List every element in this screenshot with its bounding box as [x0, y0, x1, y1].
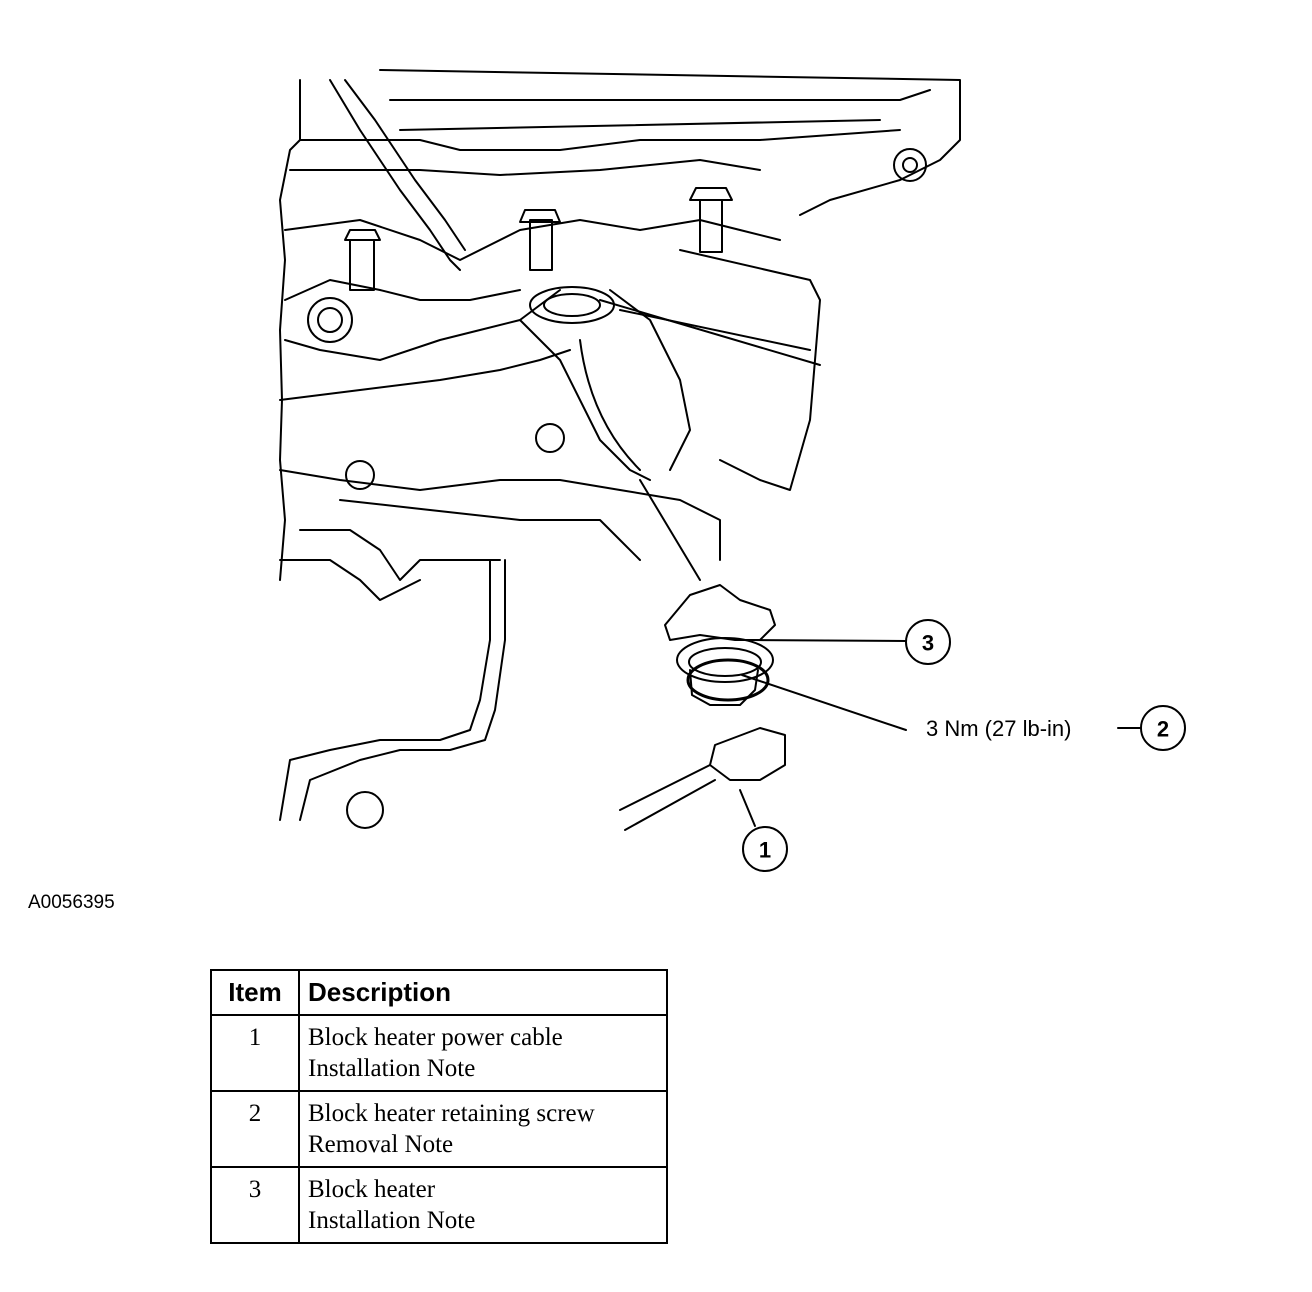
- table-row: 2 Block heater retaining screw Removal N…: [210, 1090, 668, 1168]
- callout-2-number: 2: [1157, 717, 1169, 742]
- table-header-row: Item Description: [210, 969, 668, 1016]
- table-row: 1 Block heater power cable Installation …: [210, 1014, 668, 1092]
- item-number: 2: [210, 1090, 300, 1168]
- note-link[interactable]: Installation Note: [308, 1207, 476, 1234]
- item-number: 1: [210, 1014, 300, 1092]
- item-description: Block heater power cable Installation No…: [298, 1014, 668, 1092]
- item-column-header: Item: [210, 969, 300, 1016]
- callout-1-number: 1: [759, 838, 771, 863]
- description-line: Block heater: [308, 1176, 436, 1203]
- description-line: Block heater retaining screw: [308, 1100, 595, 1127]
- torque-spec-label: 3 Nm (27 lb-in): [926, 716, 1071, 741]
- description-column-header: Description: [298, 969, 668, 1016]
- description-line: Block heater power cable: [308, 1024, 563, 1051]
- item-description: Block heater retaining screw Removal Not…: [298, 1090, 668, 1168]
- item-number: 3: [210, 1166, 300, 1244]
- note-link[interactable]: Installation Note: [308, 1055, 476, 1082]
- item-description: Block heater Installation Note: [298, 1166, 668, 1244]
- callout-3: 3: [905, 619, 951, 665]
- callout-1: 1: [742, 826, 788, 872]
- engine-block-heater-illustration: 3 3 Nm (27 lb-in) 2 1: [279, 69, 1186, 872]
- note-link[interactable]: Removal Note: [308, 1131, 454, 1158]
- callout-3-number: 3: [922, 631, 934, 656]
- table-row: 3 Block heater Installation Note: [210, 1166, 668, 1244]
- callout-2: 3 Nm (27 lb-in) 2: [926, 705, 1186, 751]
- parts-table: Item Description 1 Block heater power ca…: [210, 969, 668, 1244]
- figure-id: A0056395: [28, 892, 115, 913]
